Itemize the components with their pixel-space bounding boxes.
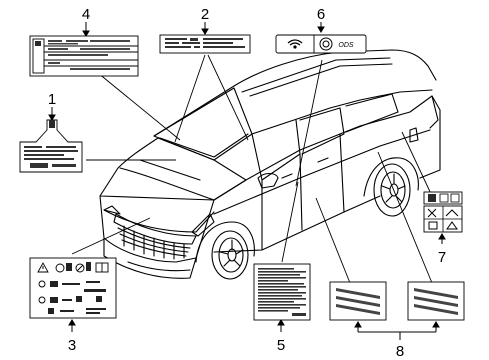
grille	[113, 213, 197, 260]
label-5	[253, 263, 311, 321]
label-8-right	[407, 281, 465, 321]
callout-6: 6	[317, 6, 325, 23]
callout-5: 5	[277, 337, 285, 354]
child-icon	[38, 280, 46, 288]
callout-numbers: 1 2 3 4 5 6 7 8	[48, 6, 446, 360]
callout-4: 4	[82, 6, 90, 23]
callout-arrows	[48, 22, 446, 340]
label-4	[29, 35, 139, 77]
label-3	[29, 257, 117, 319]
child-seat-icon	[38, 296, 46, 304]
leader-lines	[71, 54, 433, 284]
wifi-icon	[287, 39, 303, 49]
label-2	[159, 34, 251, 54]
front-wheel	[211, 230, 249, 280]
warning-icon	[37, 262, 49, 273]
callout-7: 7	[438, 249, 446, 266]
label-6: ODS	[275, 34, 367, 54]
label-8-left	[329, 281, 387, 321]
label-1	[19, 119, 83, 173]
rear-wheel	[373, 163, 411, 217]
callout-2: 2	[201, 6, 209, 23]
airbag-icon	[55, 263, 65, 273]
callout-1: 1	[48, 91, 56, 108]
label5-text-block	[258, 268, 306, 316]
vehicle-illustration	[99, 49, 441, 280]
label6-text: ODS	[338, 42, 354, 49]
onstar-icon	[319, 37, 333, 51]
no-child-seat-icon	[75, 263, 85, 273]
label-7	[423, 191, 463, 233]
callout-8: 8	[396, 343, 404, 360]
callout-3: 3	[68, 337, 76, 354]
